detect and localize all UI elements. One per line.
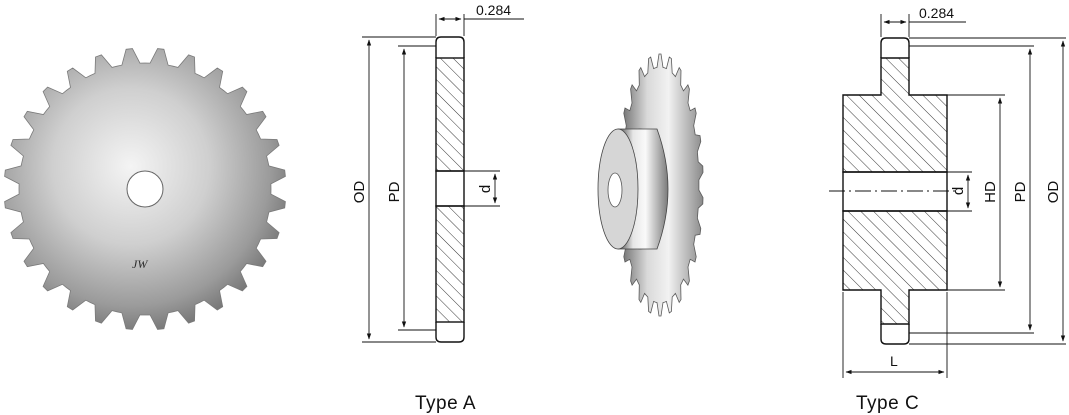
sprocket-photo-face: JW: [4, 48, 286, 330]
type-c-bottom-tooth: [880, 324, 910, 345]
type-a-plate-lower: [435, 205, 465, 323]
type-c-od-label: OD: [1045, 181, 1062, 204]
type-a-od-label: OD: [351, 181, 368, 204]
type-c-top-tooth: [880, 37, 910, 58]
type-c-l-label: L: [890, 353, 898, 369]
type-a-plate-upper: [435, 57, 465, 172]
logo-text: JW: [132, 257, 148, 271]
type-a-d-label: d: [477, 185, 494, 193]
type-c-d-label: d: [950, 187, 967, 195]
type-a-bore: [435, 170, 465, 207]
bore-hole: [126, 170, 164, 208]
type-c-section-upper: [842, 57, 948, 173]
type-a-pd-label: PD: [386, 181, 403, 202]
type-c-pd-label: PD: [1012, 181, 1029, 202]
type-a-caption: Type A: [415, 393, 476, 414]
type-c-width-label: 0.284: [919, 5, 954, 21]
hub-bore: [607, 172, 623, 208]
type-a-top-tooth: [435, 36, 465, 58]
type-c-drawing: 0.284 OD PD HD d L Type C: [829, 5, 1066, 414]
type-a-drawing: 0.284 OD PD d Type A: [351, 2, 524, 414]
type-a-width-label: 0.284: [476, 2, 511, 18]
sprocket-photo-hub: [597, 53, 704, 317]
type-a-bottom-tooth: [435, 322, 465, 343]
type-c-section-lower: [842, 210, 948, 325]
type-c-hd-label: HD: [982, 181, 999, 203]
type-c-bore: [842, 171, 948, 212]
type-c-caption: Type C: [856, 393, 919, 414]
